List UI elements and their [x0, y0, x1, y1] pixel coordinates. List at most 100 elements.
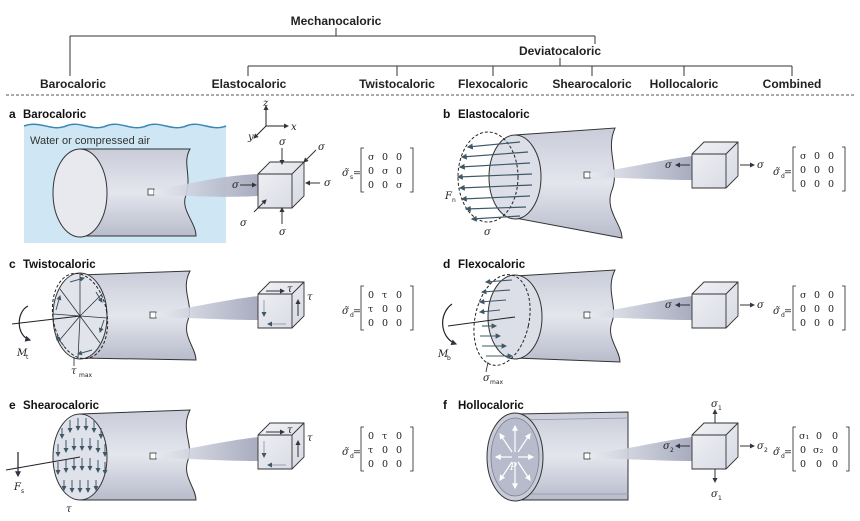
sigma-label-back: σ [318, 142, 326, 153]
zoom-beam-b [590, 156, 692, 180]
svg-text:σ̃: σ̃ [342, 306, 350, 317]
svg-text:τ: τ [382, 290, 387, 301]
cylinder-c-body [79, 270, 197, 361]
svg-text:0: 0 [368, 459, 374, 470]
stress-arrow-back [303, 149, 317, 163]
tau-max-label: τ [71, 366, 77, 377]
bending-axis [447, 316, 516, 327]
svg-text:=: = [784, 167, 792, 178]
sigma-label-b-bottom: σ [484, 227, 492, 238]
svg-text:σ₁: σ₁ [799, 431, 809, 442]
svg-text:0: 0 [814, 290, 820, 301]
axis-x-label: x [291, 122, 297, 133]
svg-text:=: = [784, 306, 792, 317]
torque-moment-arrow [18, 305, 32, 342]
tree-leaf-flexocaloric: Flexocaloric [458, 77, 528, 91]
svg-text:σ: σ [382, 166, 389, 177]
coordinate-axes [253, 105, 289, 139]
svg-text:0: 0 [828, 165, 834, 176]
sigma2-label-left: σ [663, 441, 671, 452]
cylinder-e-body [79, 409, 197, 501]
material-element-b [583, 171, 591, 179]
svg-text:0: 0 [396, 459, 402, 470]
tensile-arrows [456, 141, 533, 222]
water-surface-wave [23, 123, 227, 129]
svg-text:d: d [350, 312, 354, 319]
material-element-c [149, 311, 157, 319]
cylinder-d-body [514, 269, 621, 363]
svg-text:0: 0 [396, 290, 402, 301]
svg-text:0: 0 [396, 166, 402, 177]
tau-label-c-top: τ [287, 284, 293, 295]
svg-text:0: 0 [814, 151, 820, 162]
svg-text:2: 2 [670, 447, 674, 454]
axis-y-label: y [247, 132, 254, 143]
tau-label-e-right: τ [307, 433, 313, 444]
svg-text:τ: τ [368, 304, 373, 315]
zoom-beam-d [590, 296, 692, 320]
svg-text:τ: τ [368, 445, 373, 456]
panel-a-barocaloric: a Barocaloric Water or compressed air z … [9, 98, 414, 243]
sigma1-label-bottom: σ [711, 489, 719, 500]
svg-text:σ̃: σ̃ [342, 168, 350, 179]
svg-text:σ̃: σ̃ [773, 447, 781, 458]
tree-leaf-twistocaloric: Twistocaloric [359, 77, 435, 91]
svg-text:σ: σ [368, 152, 375, 163]
sigma-label-bottom: σ [279, 227, 287, 238]
panel-b-elastocaloric: b Elastocaloric F n σ σ σ σ̃ d [443, 107, 846, 239]
tensor-a: σ̃ s = σ 0 0 0 σ 0 0 0 σ [342, 147, 414, 193]
tensor-b: σ̃ d = σ 0 0 0 0 0 0 0 0 [773, 146, 846, 192]
sigma-label-left: σ [232, 180, 240, 191]
stress-arrow-front [253, 199, 267, 213]
panel-f-title: Hollocaloric [458, 400, 524, 412]
panel-e-letter: e [9, 398, 16, 412]
svg-text:=: = [353, 447, 361, 458]
panel-d-letter: d [443, 257, 450, 271]
tensor-e: σ̃ d = 0 τ 0 τ 0 0 0 0 0 [342, 426, 414, 472]
panel-f-letter: f [443, 398, 448, 412]
sigma-label-top: σ [279, 137, 287, 148]
svg-text:0: 0 [396, 152, 402, 163]
tree-root-label: Mechanocaloric [291, 14, 382, 28]
svg-text:0: 0 [814, 304, 820, 315]
zoom-beam-e [156, 437, 258, 461]
svg-text:0: 0 [382, 304, 388, 315]
svg-text:σ₂: σ₂ [813, 445, 823, 456]
tau-label-e-bottom: τ [66, 504, 72, 515]
svg-text:0: 0 [800, 165, 806, 176]
svg-text:1: 1 [718, 405, 722, 412]
cylinder-b-end-face [488, 134, 542, 220]
svg-text:=: = [784, 447, 792, 458]
zoom-beam-f [590, 437, 692, 461]
Mb-label: M [437, 349, 449, 360]
tree-leaf-barocaloric: Barocaloric [40, 77, 106, 91]
svg-text:0: 0 [828, 290, 834, 301]
svg-text:0: 0 [368, 318, 374, 329]
material-element-a [147, 188, 155, 196]
svg-text:0: 0 [800, 304, 806, 315]
svg-text:0: 0 [832, 445, 838, 456]
zoom-beam-a [154, 174, 258, 197]
panel-a-title: Barocaloric [23, 109, 87, 121]
sigma-label-d-left: σ [665, 300, 673, 311]
Fs-sub: s [21, 488, 24, 495]
svg-text:0: 0 [382, 459, 388, 470]
Fs-label: F [13, 482, 22, 493]
panel-e-title: Shearocaloric [23, 400, 100, 412]
classification-tree [69, 28, 793, 76]
svg-text:0: 0 [800, 179, 806, 190]
svg-text:0: 0 [382, 152, 388, 163]
tree-deviatocaloric-label: Deviatocaloric [519, 44, 601, 58]
tree-leaf-combined: Combined [763, 77, 822, 91]
material-element-e [149, 452, 157, 460]
svg-text:0: 0 [800, 445, 806, 456]
svg-text:d: d [781, 453, 785, 460]
axis-z-label: z [262, 98, 269, 109]
torsion-arrows [55, 276, 105, 356]
shear-arrows-grid [55, 418, 108, 493]
panel-b-title: Elastocaloric [458, 109, 530, 121]
svg-text:s: s [350, 174, 353, 181]
Fn-sub: n [452, 197, 456, 204]
svg-text:0: 0 [368, 180, 374, 191]
